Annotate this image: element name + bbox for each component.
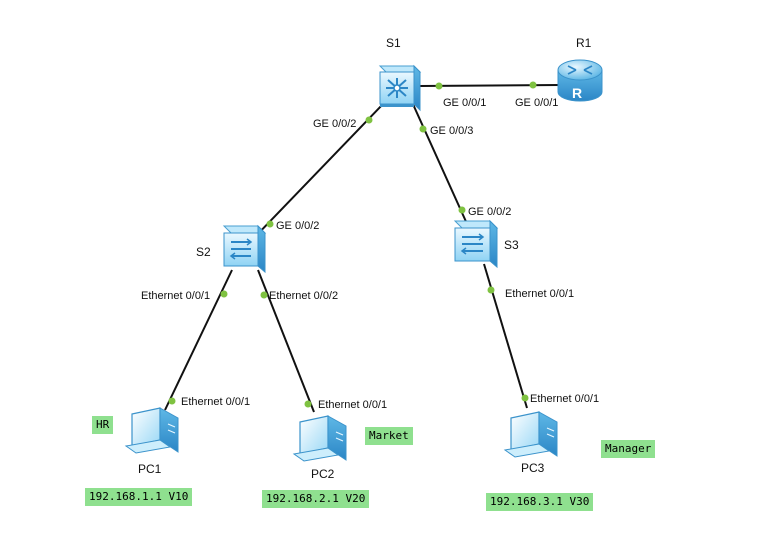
switch-s3[interactable]: S3 (453, 219, 519, 269)
port-dot-s3-s1 (458, 206, 466, 214)
port-dot-s1-s3 (419, 125, 427, 133)
switch-s1[interactable]: S1 (378, 36, 422, 112)
router-r1[interactable]: R R1 (557, 36, 603, 102)
port-dot-pc2-s2 (304, 400, 312, 408)
pc-icon (503, 411, 558, 458)
port-label-s2-pc1: Ethernet 0/0/1 (141, 290, 210, 302)
tag-market: Market (365, 427, 413, 445)
port-label-pc1-s2: Ethernet 0/0/1 (181, 396, 250, 408)
port-label-s3-pc3: Ethernet 0/0/1 (505, 288, 574, 300)
link-s1-s2 (251, 101, 386, 241)
port-dots (168, 81, 537, 408)
tag-pc3-address: 192.168.3.1 V30 (486, 493, 594, 511)
device-label-pc1: PC1 (138, 462, 162, 476)
port-dot-r1-s1 (529, 81, 537, 89)
link-s1-s3 (411, 101, 469, 227)
pc-pc2[interactable]: PC2 (292, 415, 347, 481)
tag-manager: Manager (601, 440, 656, 458)
port-dot-s3-pc3 (487, 286, 495, 294)
switch-icon (453, 219, 499, 269)
layer3-switch-icon (378, 64, 422, 112)
port-label-s1-r1: GE 0/0/1 (443, 97, 486, 109)
tag-hr: HR (92, 416, 114, 434)
port-dot-pc3-s3 (521, 394, 529, 402)
port-dot-pc1-s2 (168, 397, 176, 405)
port-dot-s2-pc2 (260, 291, 268, 299)
svg-text:R: R (572, 85, 582, 101)
pc-icon (292, 415, 347, 462)
link-s2-pc2 (257, 269, 315, 413)
pc-pc3[interactable]: PC3 (503, 411, 558, 475)
device-label-s3: S3 (504, 238, 519, 252)
pc-pc1[interactable]: PC1 (124, 407, 179, 476)
device-label-pc2: PC2 (311, 467, 335, 481)
device-label-r1: R1 (576, 36, 592, 50)
link-s1-r1 (419, 84, 561, 87)
port-dot-s1-s2 (365, 116, 373, 124)
device-label-s2: S2 (196, 245, 211, 259)
switch-s2[interactable]: S2 (196, 224, 267, 274)
port-label-s3-s1: GE 0/0/2 (468, 206, 511, 218)
port-label-s1-s3: GE 0/0/3 (430, 125, 473, 137)
port-dot-s1-r1 (435, 82, 443, 90)
port-label-r1-s1: GE 0/0/1 (515, 97, 558, 109)
router-icon: R (557, 59, 603, 102)
port-dot-s2-s1 (266, 220, 274, 228)
tag-pc2-address: 192.168.2.1 V20 (262, 490, 370, 508)
link-s3-pc3 (483, 263, 528, 409)
port-label-s1-s2: GE 0/0/2 (313, 118, 356, 130)
port-label-s2-pc2: Ethernet 0/0/2 (269, 290, 338, 302)
switch-icon (222, 224, 267, 274)
device-label-pc3: PC3 (521, 461, 545, 475)
port-label-s2-s1: GE 0/0/2 (276, 220, 319, 232)
port-dot-s2-pc1 (220, 290, 228, 298)
port-label-pc3-s3: Ethernet 0/0/1 (530, 393, 599, 405)
port-labels: GE 0/0/1 GE 0/0/1 GE 0/0/2 GE 0/0/3 GE 0… (141, 97, 599, 411)
tag-pc1-address: 192.168.1.1 V10 (85, 488, 193, 506)
pc-icon (124, 407, 179, 454)
device-label-s1: S1 (386, 36, 401, 50)
port-label-pc2-s2: Ethernet 0/0/1 (318, 399, 387, 411)
